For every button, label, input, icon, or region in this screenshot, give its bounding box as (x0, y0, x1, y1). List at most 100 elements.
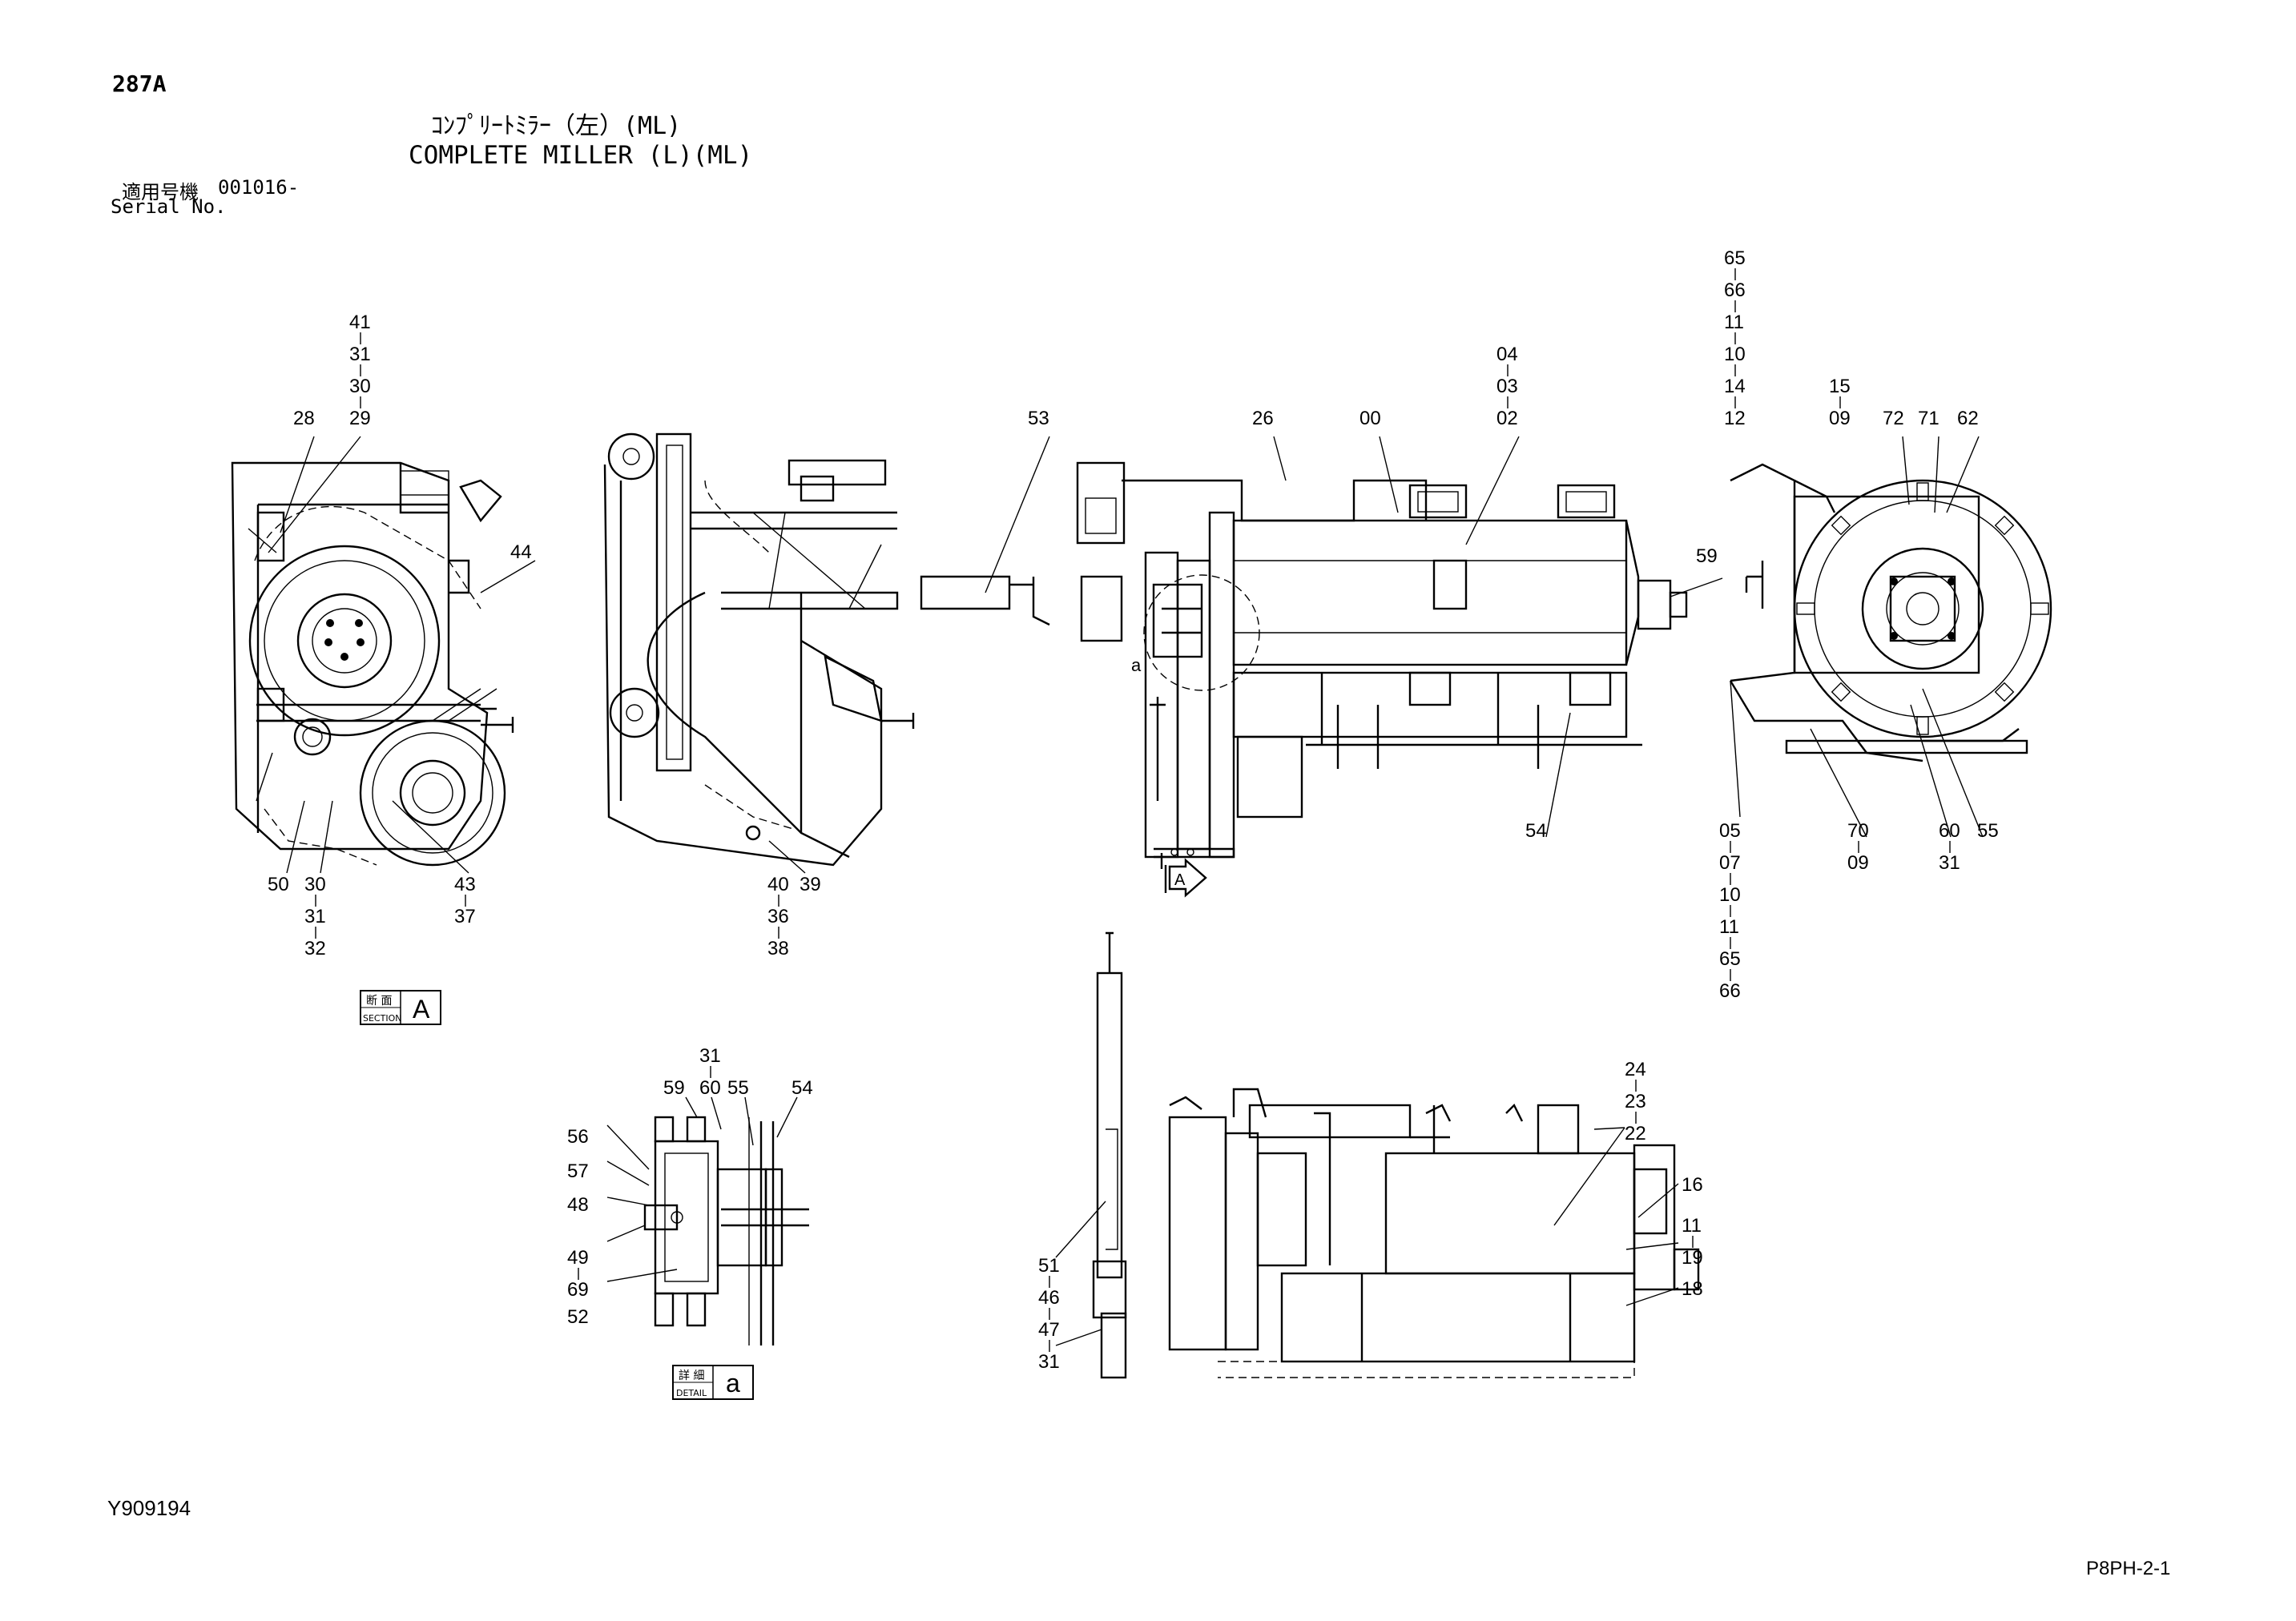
svg-text:02: 02 (1496, 408, 1518, 429)
cutter-drum-end-view (1729, 463, 2052, 762)
svg-text:31: 31 (1939, 852, 1960, 874)
svg-text:14: 14 (1724, 376, 1746, 397)
svg-text:断 面: 断 面 (366, 995, 392, 1008)
svg-text:31: 31 (304, 906, 326, 927)
svg-text:10: 10 (1724, 344, 1746, 365)
callout-stack-41-31-30-29: 41 31 30 29 (349, 312, 371, 429)
view-arrow-a: A (1160, 853, 1207, 898)
callout-stack-05-07-10-11-65-66: 05 07 10 11 65 66 (1719, 820, 1741, 1002)
svg-text:66: 66 (1719, 980, 1741, 1002)
svg-text:50: 50 (268, 874, 289, 895)
callout-stack-51-46-47-31: 51 46 47 31 (1038, 1255, 1060, 1373)
svg-text:37: 37 (454, 906, 476, 927)
svg-text:11: 11 (1724, 312, 1744, 333)
callout-stack-30-31-32: 30 31 32 (304, 874, 326, 959)
page-code: 287A (112, 70, 167, 97)
svg-text:31: 31 (699, 1045, 721, 1067)
svg-text:DETAIL: DETAIL (676, 1388, 707, 1398)
callout-stack-65-66-11-10-14-12: 65 66 11 10 14 12 (1724, 247, 1746, 429)
callout-stack-11-19: 11 19 (1682, 1215, 1703, 1269)
detail-a-view (643, 1116, 809, 1345)
callout-stack-31-60-detail: 31 60 (699, 1045, 721, 1099)
callout-59-detail: 59 (663, 1077, 685, 1099)
svg-text:11: 11 (1682, 1215, 1702, 1237)
svg-text:40: 40 (767, 874, 789, 895)
callout-48: 48 (567, 1194, 589, 1216)
svg-text:30: 30 (349, 376, 371, 397)
callout-52: 52 (567, 1306, 589, 1328)
svg-text:詳 細: 詳 細 (679, 1370, 704, 1382)
callout-28: 28 (293, 408, 315, 429)
callout-57: 57 (567, 1160, 589, 1182)
callout-39: 39 (800, 874, 821, 895)
view-marker-small-a: a (1131, 655, 1142, 675)
svg-text:07: 07 (1719, 852, 1741, 874)
svg-text:A: A (1174, 871, 1186, 889)
svg-text:70: 70 (1847, 820, 1869, 842)
bottom-view (1092, 931, 1700, 1379)
callout-stack-40-36-38: 40 36 38 (767, 874, 789, 959)
svg-text:38: 38 (767, 938, 789, 959)
title-english: COMPLETE MILLER (L)(ML) (409, 141, 753, 170)
callout-stack-70-09: 70 09 (1847, 820, 1869, 874)
page-reference: P8PH-2-1 (2086, 1558, 2171, 1579)
svg-text:47: 47 (1038, 1319, 1060, 1341)
svg-text:31: 31 (1038, 1351, 1060, 1373)
callout-54-detail: 54 (792, 1077, 813, 1099)
svg-text:09: 09 (1847, 852, 1869, 874)
callout-stack-43-37: 43 37 (454, 874, 476, 927)
svg-text:66: 66 (1724, 280, 1746, 301)
svg-text:65: 65 (1724, 247, 1746, 269)
callout-stack-24-23-22: 24 23 22 (1625, 1059, 1646, 1144)
callout-54-main: 54 (1525, 820, 1547, 842)
callout-18: 18 (1682, 1278, 1703, 1300)
callout-stack-50: 50 (268, 874, 289, 895)
callout-stack-60-31: 60 31 (1939, 820, 1960, 874)
svg-text:41: 41 (349, 312, 371, 333)
callout-53: 53 (1028, 408, 1049, 429)
svg-text:65: 65 (1719, 948, 1741, 970)
svg-text:43: 43 (454, 874, 476, 895)
callout-stack-04-03-02: 04 03 02 (1496, 344, 1518, 429)
svg-text:12: 12 (1724, 408, 1746, 429)
serial-label-english: Serial No. (111, 195, 227, 218)
detail-a-tag: 詳 細 DETAIL a (672, 1365, 754, 1400)
svg-text:36: 36 (767, 906, 789, 927)
leader-lines (268, 436, 1984, 1346)
svg-text:49: 49 (567, 1247, 589, 1269)
svg-text:SECTION: SECTION (363, 1013, 401, 1024)
callout-71: 71 (1918, 408, 1940, 429)
callout-stack-49-69: 49 69 (567, 1247, 589, 1301)
serial-label-japanese: 適用号機 (122, 181, 199, 203)
svg-text:31: 31 (349, 344, 371, 365)
title-japanese: ｺﾝﾌﾟﾘｰﾄﾐﾗｰ（左）(ML) (431, 112, 682, 140)
svg-text:05: 05 (1719, 820, 1741, 842)
svg-text:24: 24 (1625, 1059, 1646, 1080)
svg-text:09: 09 (1829, 408, 1851, 429)
svg-text:46: 46 (1038, 1287, 1060, 1309)
callout-16: 16 (1682, 1174, 1703, 1196)
svg-text:11: 11 (1719, 916, 1739, 938)
svg-text:15: 15 (1829, 376, 1851, 397)
svg-text:30: 30 (304, 874, 326, 895)
section-a-view (231, 461, 514, 867)
svg-text:69: 69 (567, 1279, 589, 1301)
callout-72: 72 (1883, 408, 1904, 429)
section-a-tag: 断 面 SECTION A (360, 990, 441, 1025)
svg-text:60: 60 (699, 1077, 721, 1099)
callout-56: 56 (567, 1126, 589, 1148)
svg-text:a: a (726, 1369, 740, 1398)
callout-26: 26 (1252, 408, 1274, 429)
main-body-view (1076, 461, 1688, 859)
callout-55-drum: 55 (1977, 820, 1999, 842)
svg-text:04: 04 (1496, 344, 1518, 365)
svg-text:29: 29 (349, 408, 371, 429)
svg-text:19: 19 (1682, 1247, 1703, 1269)
svg-text:22: 22 (1625, 1123, 1646, 1144)
callout-00: 00 (1359, 408, 1381, 429)
callout-62: 62 (1957, 408, 1979, 429)
svg-text:A: A (413, 995, 430, 1024)
drawing-number: Y909194 (107, 1496, 191, 1520)
